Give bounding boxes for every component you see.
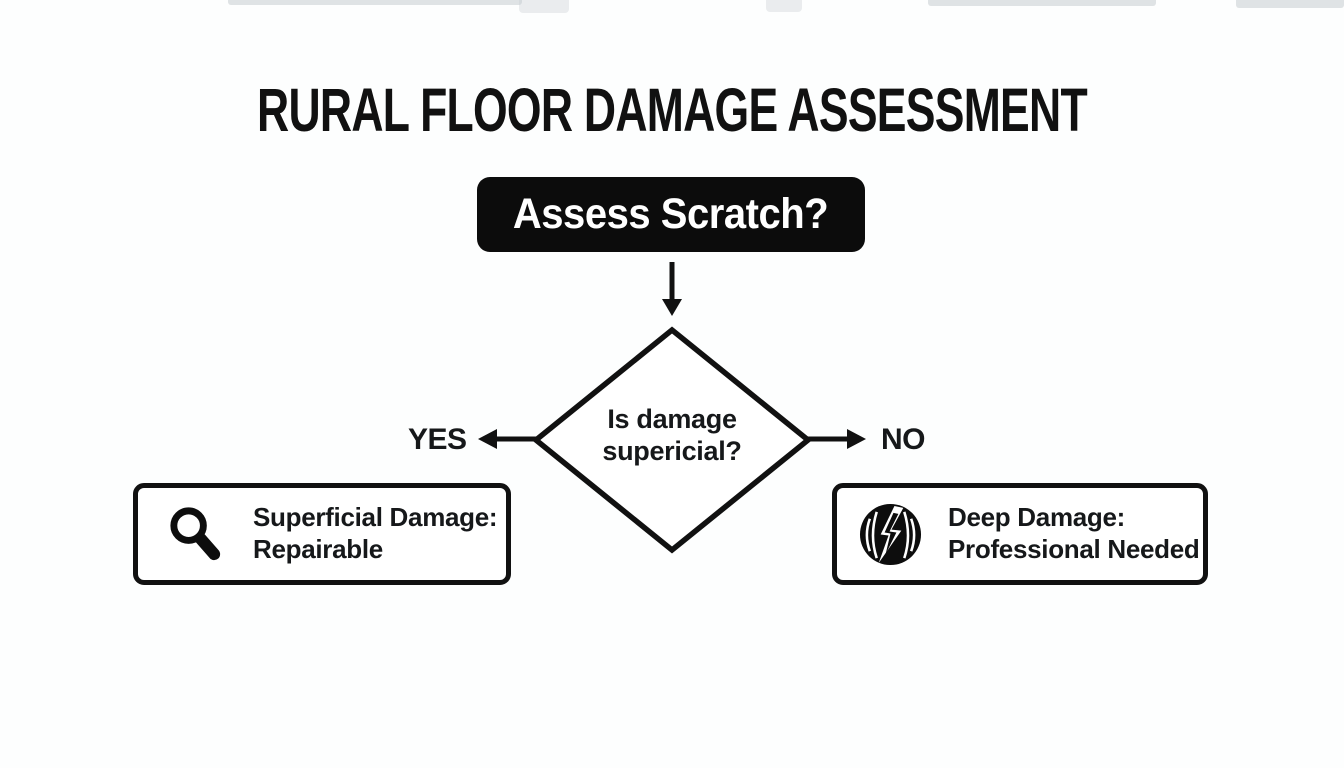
- cropped-artifact: [519, 0, 569, 13]
- branch-label-yes: YES: [408, 423, 467, 456]
- page-title: RURAL FLOOR DAMAGE ASSESSMENT: [257, 76, 1088, 144]
- cropped-artifact: [1236, 0, 1344, 8]
- start-node-label: Assess Scratch?: [513, 190, 829, 238]
- outcome-superficial: Superficial Damage: Repairable: [133, 483, 511, 585]
- wood-crack-icon: [859, 503, 922, 566]
- arrow-yes: [478, 429, 537, 449]
- outcome-superficial-label: Superficial Damage: Repairable: [253, 502, 498, 564]
- magnifier-icon: [164, 503, 227, 566]
- outcome-deep-label: Deep Damage: Professional Needed: [948, 502, 1200, 564]
- cropped-artifact: [928, 0, 1156, 6]
- cropped-artifact: [766, 0, 802, 12]
- decision-node: [531, 326, 813, 554]
- decision-line2: supericial?: [602, 436, 742, 467]
- decision-line1: Is damage: [607, 404, 737, 434]
- branch-label-no: NO: [881, 423, 926, 456]
- arrow-no: [807, 429, 866, 449]
- start-node: Assess Scratch?: [477, 177, 865, 252]
- arrow-down: [662, 262, 682, 316]
- outcome-deep: Deep Damage: Professional Needed: [832, 483, 1208, 585]
- decision-node-label: Is damage supericial?: [536, 403, 808, 468]
- cropped-artifact: [228, 0, 522, 5]
